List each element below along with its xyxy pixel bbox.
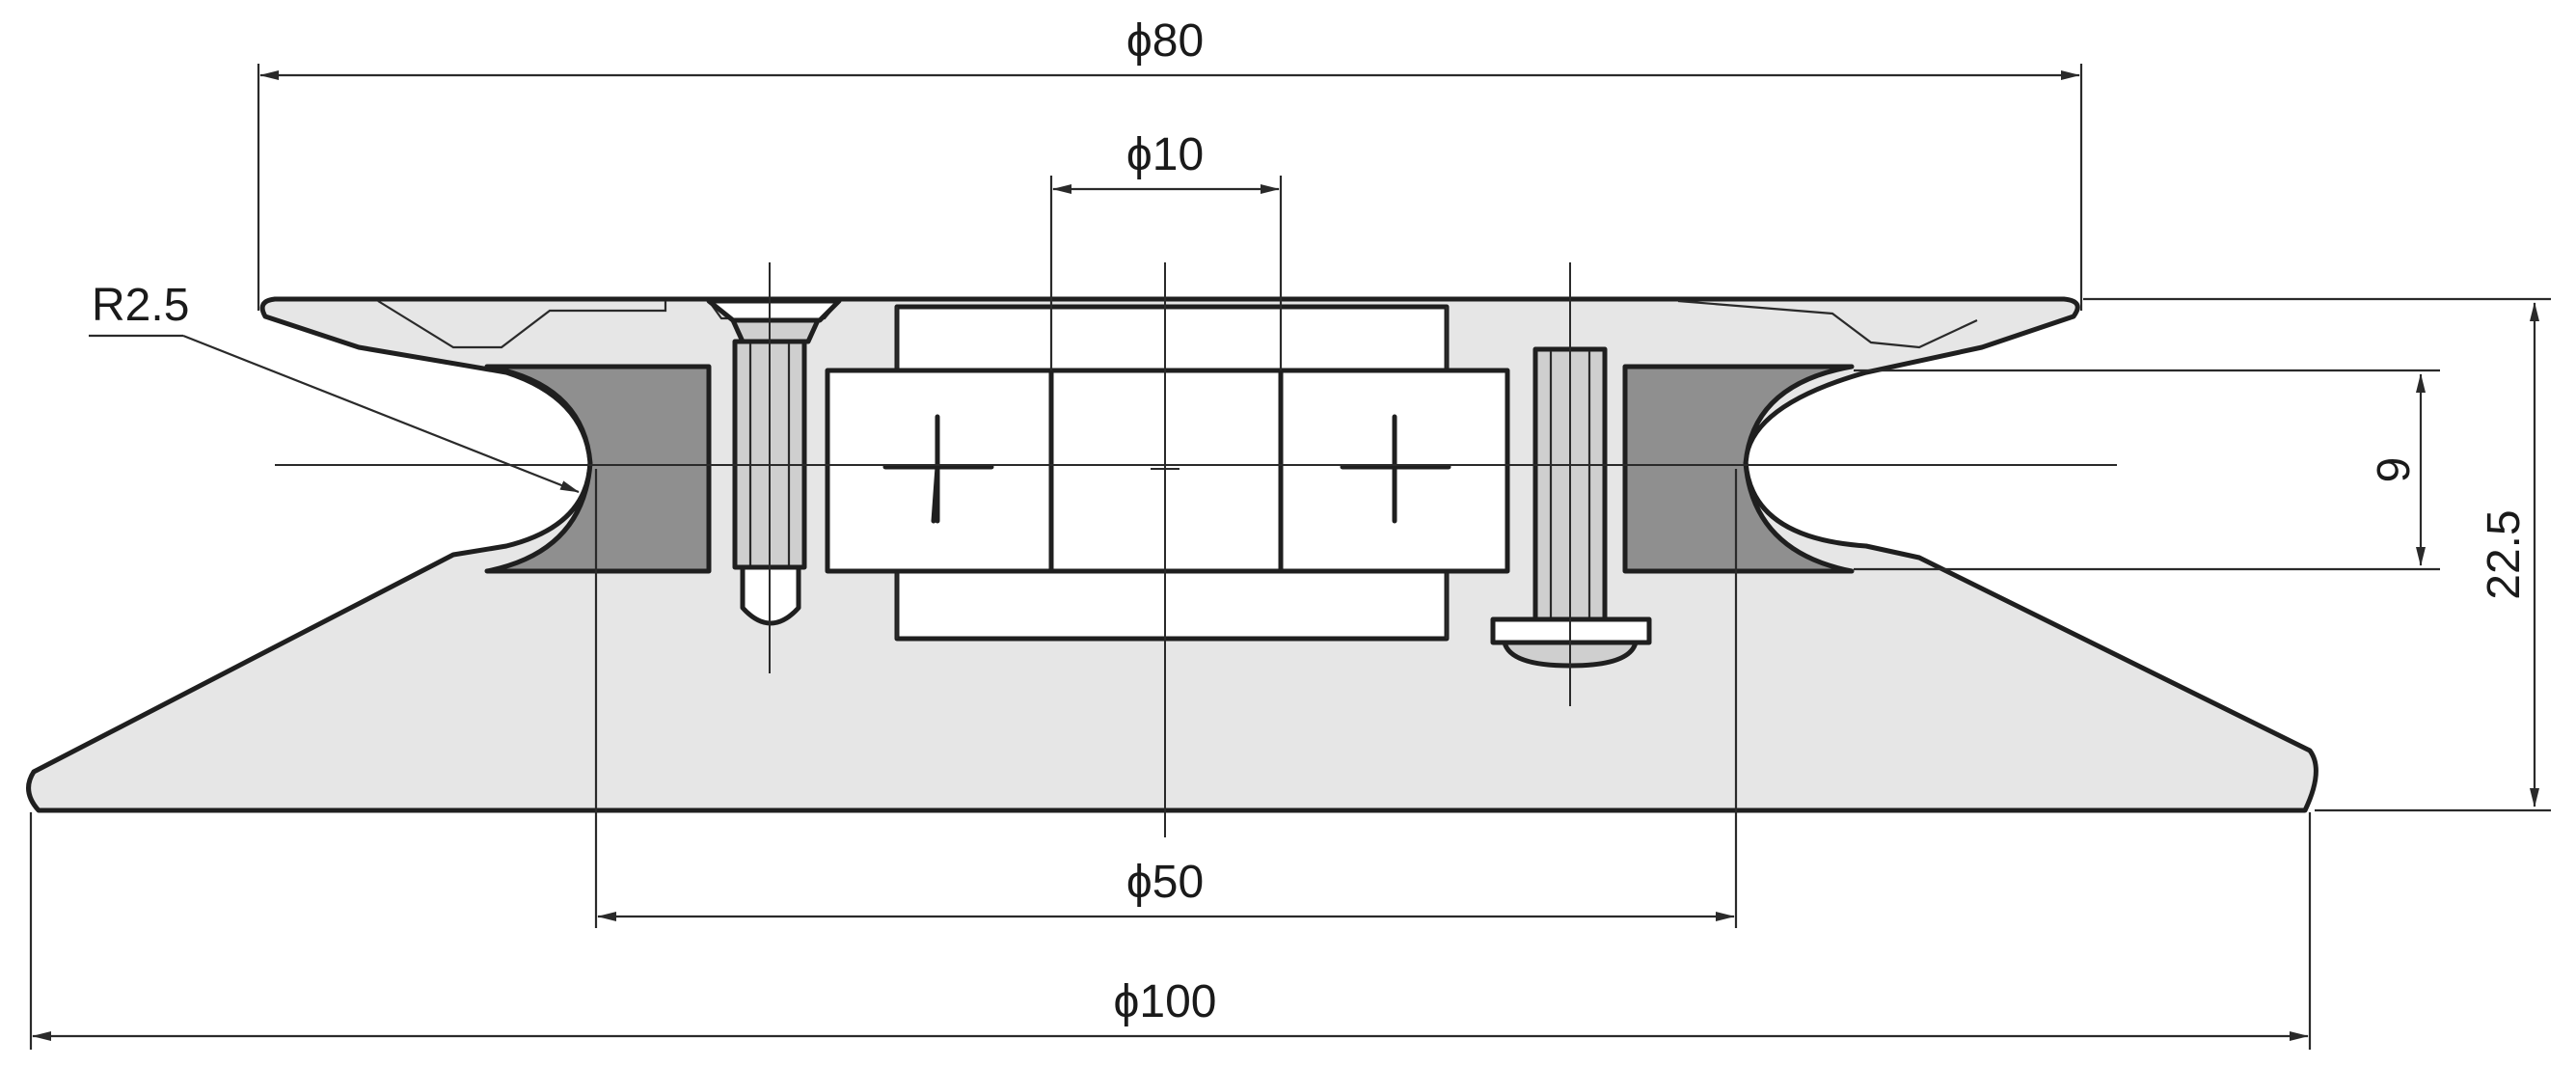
radius-label: R2.5 bbox=[92, 280, 189, 331]
dim-80-label: ϕ80 bbox=[1126, 15, 1204, 67]
dim-10-label: ϕ10 bbox=[1126, 129, 1204, 180]
tire-right bbox=[1622, 364, 1855, 574]
top-recess-right bbox=[1677, 299, 1978, 349]
bearing-block bbox=[825, 368, 1510, 574]
cross-mark-right bbox=[1340, 414, 1451, 524]
radius-leader bbox=[182, 334, 580, 494]
dim-100-label: ϕ100 bbox=[1114, 976, 1217, 1027]
cross-mark-left bbox=[882, 414, 994, 524]
tire-left bbox=[484, 364, 712, 574]
dim-9-label: 9 bbox=[2369, 457, 2420, 483]
hub-outer-top bbox=[894, 304, 1450, 373]
hub-outer-bottom bbox=[894, 568, 1450, 642]
dim-50-label: ϕ50 bbox=[1126, 857, 1204, 908]
top-recess-left bbox=[377, 300, 667, 349]
dim-225-label: 22.5 bbox=[2479, 509, 2530, 599]
